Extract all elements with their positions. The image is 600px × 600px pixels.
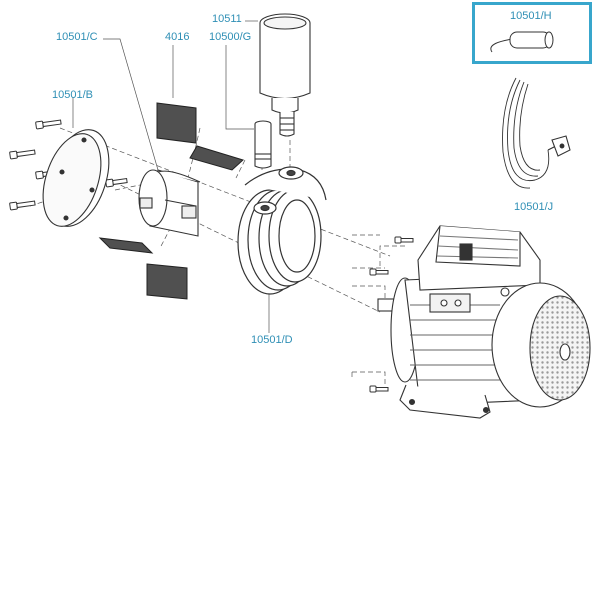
label-10501-h[interactable]: 10501/H <box>510 10 552 22</box>
label-4016[interactable]: 4016 <box>165 31 190 43</box>
assembly-axes <box>29 127 405 385</box>
label-10501-j[interactable]: 10501/J <box>514 201 554 213</box>
label-10501-d[interactable]: 10501/D <box>251 334 293 346</box>
rotor <box>138 169 201 237</box>
label-10500-g[interactable]: 10500/G <box>209 31 252 43</box>
capacitor <box>490 31 554 53</box>
pipe-nipple <box>254 120 272 169</box>
highlight-frame <box>472 2 592 64</box>
pump-housing <box>237 166 327 295</box>
label-10501-b[interactable]: 10501/B <box>52 89 93 101</box>
label-10511[interactable]: 10511 <box>212 13 242 25</box>
vanes <box>98 102 244 300</box>
flange-plate <box>42 129 110 227</box>
filter-canister <box>259 13 311 137</box>
leader-lines <box>72 20 270 333</box>
electric-motor <box>377 225 591 419</box>
power-cord <box>502 77 571 189</box>
label-10501-c[interactable]: 10501/C <box>56 31 98 43</box>
motor-screws <box>369 236 414 393</box>
